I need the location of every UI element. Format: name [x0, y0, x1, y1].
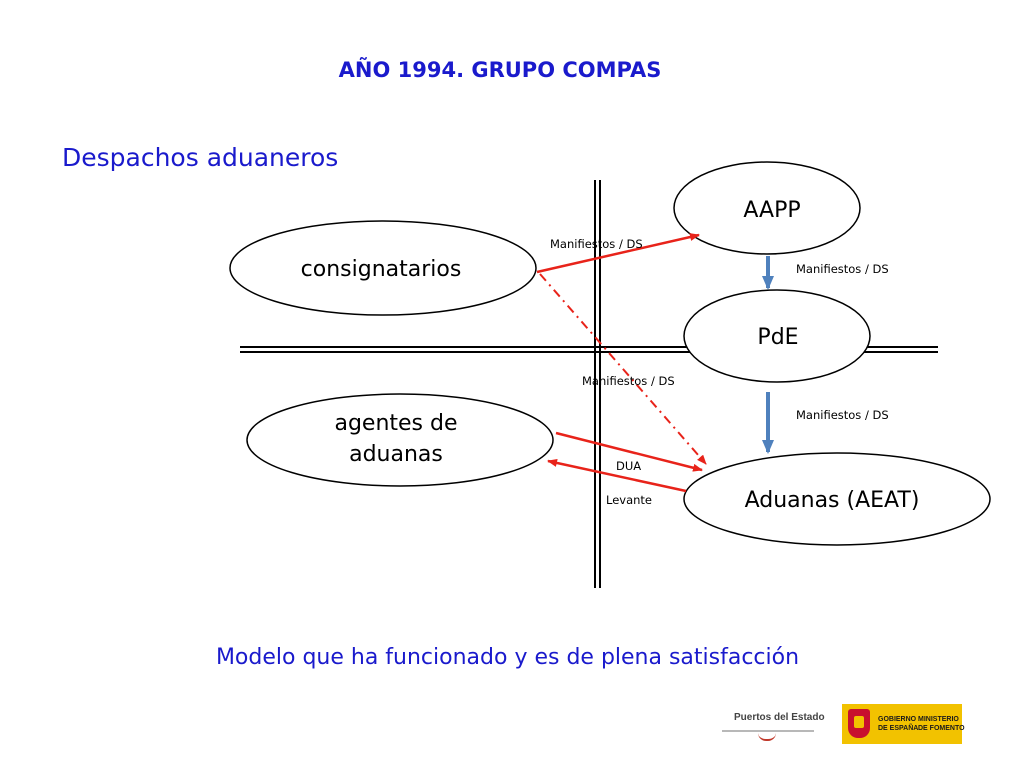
node-agentes-label-line1: agentes de [334, 411, 457, 436]
edge-dua-label: DUA [616, 459, 641, 473]
node-aapp-label: AAPP [743, 198, 800, 223]
footer-logos: Puertos del Estado GOBIERNO DE ESPAÑA MI… [720, 702, 970, 748]
node-agentes-de-aduanas: agentes de aduanas [246, 393, 554, 487]
node-aduanas-aeat: Aduanas (AEAT) [683, 452, 991, 546]
gobierno-espana-logo: GOBIERNO DE ESPAÑA MINISTERIO DE FOMENTO [842, 704, 965, 744]
node-aduanas-label: Aduanas (AEAT) [745, 488, 920, 513]
edge-dua [555, 431, 703, 472]
edge-consignatarios-aduanas-label: Manifiestos / DS [582, 374, 675, 388]
node-agentes-label-line2: aduanas [349, 442, 443, 467]
node-pde: PdE [683, 289, 871, 383]
node-consignatarios: consignatarios [229, 220, 537, 316]
edge-consignatarios-aapp [536, 233, 700, 274]
edge-consignatarios-aduanas [539, 273, 707, 465]
ministerio-text: MINISTERIO DE FOMENTO [918, 716, 965, 732]
puertos-logo-text: Puertos del Estado [734, 712, 825, 723]
puertos-del-estado-logo: Puertos del Estado [720, 706, 825, 741]
slide-caption: Modelo que ha funcionado y es de plena s… [215, 645, 800, 670]
edge-aapp-pde-label: Manifiestos / DS [796, 262, 889, 276]
wave-icon [758, 733, 776, 741]
node-pde-label: PdE [757, 325, 798, 350]
gobierno-text: GOBIERNO DE ESPAÑA [878, 716, 919, 732]
edge-consignatarios-aapp-label: Manifiestos / DS [550, 237, 643, 251]
logo-underline [722, 730, 814, 732]
slide-subtitle: Despachos aduaneros [62, 143, 339, 172]
edge-pde-aduanas-label: Manifiestos / DS [796, 408, 889, 422]
coat-of-arms-icon [848, 709, 870, 738]
node-consignatarios-label: consignatarios [301, 257, 462, 282]
vertical-axis [594, 180, 601, 588]
node-aapp: AAPP [673, 161, 861, 255]
edge-levante-label: Levante [606, 493, 652, 507]
edge-levante [547, 459, 687, 493]
slide-title: AÑO 1994. GRUPO COMPAS [338, 58, 662, 82]
